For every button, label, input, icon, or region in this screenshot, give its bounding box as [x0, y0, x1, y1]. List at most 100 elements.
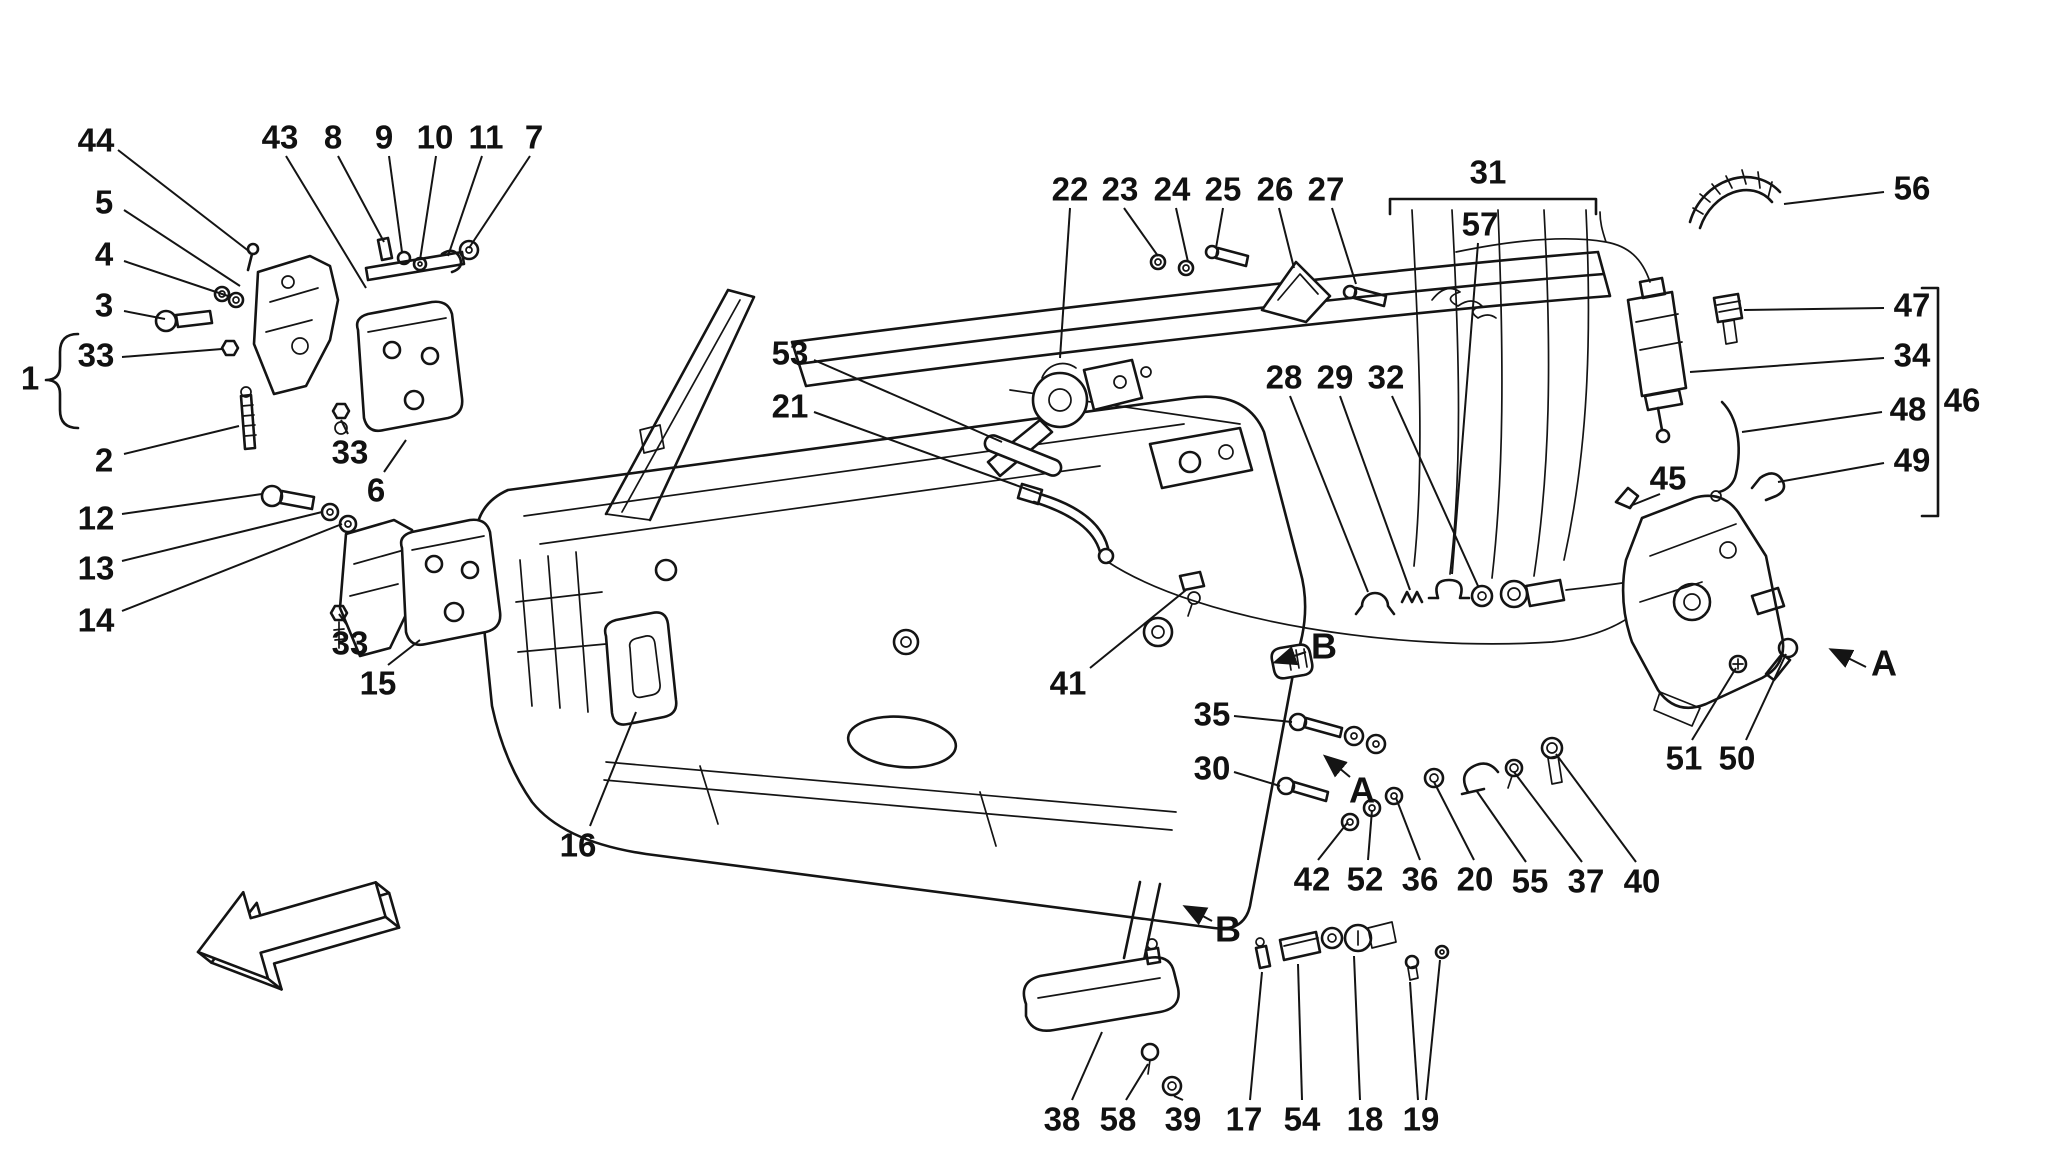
leader-line — [121, 348, 223, 358]
leader-line — [338, 613, 348, 626]
leader-line — [1741, 411, 1883, 433]
leader-line — [1691, 667, 1737, 741]
leader-line — [117, 149, 251, 253]
lock-actuator — [1455, 211, 1688, 444]
cable-strap — [1688, 169, 1782, 230]
part-label-51: 51 — [1666, 740, 1703, 777]
lock-key-parts — [1254, 921, 1450, 981]
leader-line — [1433, 781, 1475, 861]
part-label-24: 24 — [1154, 171, 1191, 208]
part-label-42: 42 — [1294, 861, 1331, 898]
part-label-34: 34 — [1894, 337, 1931, 374]
leader-line — [1125, 1063, 1149, 1101]
part-label-25: 25 — [1205, 171, 1242, 208]
leader-line — [1059, 207, 1071, 359]
leader-line — [1233, 715, 1293, 723]
part-label-33: 33 — [332, 625, 369, 662]
part-label-10: 10 — [417, 119, 454, 156]
leader-line — [419, 155, 437, 261]
leader-line — [123, 209, 241, 287]
quarter-window-frame — [604, 288, 756, 522]
group-bracket-31 — [1388, 197, 1598, 216]
part-label-38: 38 — [1044, 1101, 1081, 1138]
part-label-33: 33 — [78, 337, 115, 374]
leader-line — [123, 260, 232, 298]
actuator-fasteners — [1614, 292, 1786, 510]
view-marker-B: B — [1215, 909, 1241, 950]
frame-screws-washers — [1149, 244, 1388, 308]
view-arrow — [1322, 754, 1351, 778]
leader-line — [1475, 789, 1527, 863]
leader-line — [1089, 589, 1187, 669]
part-label-58: 58 — [1100, 1101, 1137, 1138]
leader-line — [1233, 771, 1281, 787]
part-label-35: 35 — [1194, 696, 1231, 733]
upper-door-frame-rails — [790, 250, 1612, 388]
part-label-54: 54 — [1284, 1101, 1321, 1138]
part-label-27: 27 — [1308, 171, 1345, 208]
leader-line — [121, 493, 263, 515]
leader-line — [1391, 395, 1479, 587]
leader-line — [1278, 207, 1295, 269]
part-label-16: 16 — [560, 827, 597, 864]
leader-line — [1513, 771, 1583, 863]
leader-line — [1215, 207, 1224, 249]
door-edge-grommet — [1178, 570, 1206, 617]
leader-line — [1367, 809, 1373, 861]
leader-line — [1289, 395, 1369, 593]
part-label-45: 45 — [1650, 460, 1687, 497]
leader-line — [1555, 753, 1637, 863]
part-label-30: 30 — [1194, 750, 1231, 787]
part-label-49: 49 — [1894, 442, 1931, 479]
leader-line — [1451, 242, 1479, 575]
door-inner-panel — [474, 395, 1307, 962]
leader-line — [1123, 207, 1159, 257]
leader-line — [1297, 963, 1303, 1101]
check-strap-rod — [983, 434, 1063, 477]
part-label-7: 7 — [525, 119, 543, 156]
part-label-52: 52 — [1347, 861, 1384, 898]
leader-line — [1629, 493, 1661, 507]
leader-line — [1783, 191, 1885, 205]
part-label-5: 5 — [95, 184, 113, 221]
part-label-44: 44 — [78, 122, 115, 159]
leader-line — [1777, 462, 1885, 483]
leader-line — [285, 155, 367, 289]
view-marker-B: B — [1311, 626, 1337, 667]
control-cables — [1411, 209, 1590, 579]
part-label-46: 46 — [1944, 382, 1981, 419]
part-label-19: 19 — [1403, 1101, 1440, 1138]
leader-line — [1425, 959, 1441, 1101]
part-label-8: 8 — [324, 119, 342, 156]
leader-line — [383, 439, 407, 473]
group-brace-1 — [44, 332, 80, 430]
door-latch-assembly — [1621, 494, 1799, 727]
part-label-32: 32 — [1368, 359, 1405, 396]
part-label-43: 43 — [262, 119, 299, 156]
part-label-39: 39 — [1165, 1101, 1202, 1138]
leader-line — [1409, 981, 1419, 1101]
door-screws-and-washers — [1270, 643, 1564, 832]
leader-line — [340, 419, 349, 435]
part-label-22: 22 — [1052, 171, 1089, 208]
leader-line — [388, 155, 403, 253]
leader-line — [589, 711, 637, 827]
leader-line — [337, 155, 385, 243]
part-label-12: 12 — [78, 500, 115, 537]
leader-line — [1331, 207, 1357, 285]
part-label-1: 1 — [21, 360, 39, 397]
leader-line — [1173, 1095, 1184, 1101]
part-label-9: 9 — [375, 119, 393, 156]
leader-line — [1071, 1031, 1103, 1101]
part-label-23: 23 — [1102, 171, 1139, 208]
part-label-40: 40 — [1624, 863, 1661, 900]
part-label-33: 33 — [332, 434, 369, 471]
leader-line — [1249, 971, 1263, 1101]
release-cable — [1016, 482, 1645, 645]
part-label-3: 3 — [95, 287, 113, 324]
leader-line — [121, 511, 323, 562]
view-arrow — [1828, 648, 1867, 668]
leader-line — [121, 523, 343, 612]
